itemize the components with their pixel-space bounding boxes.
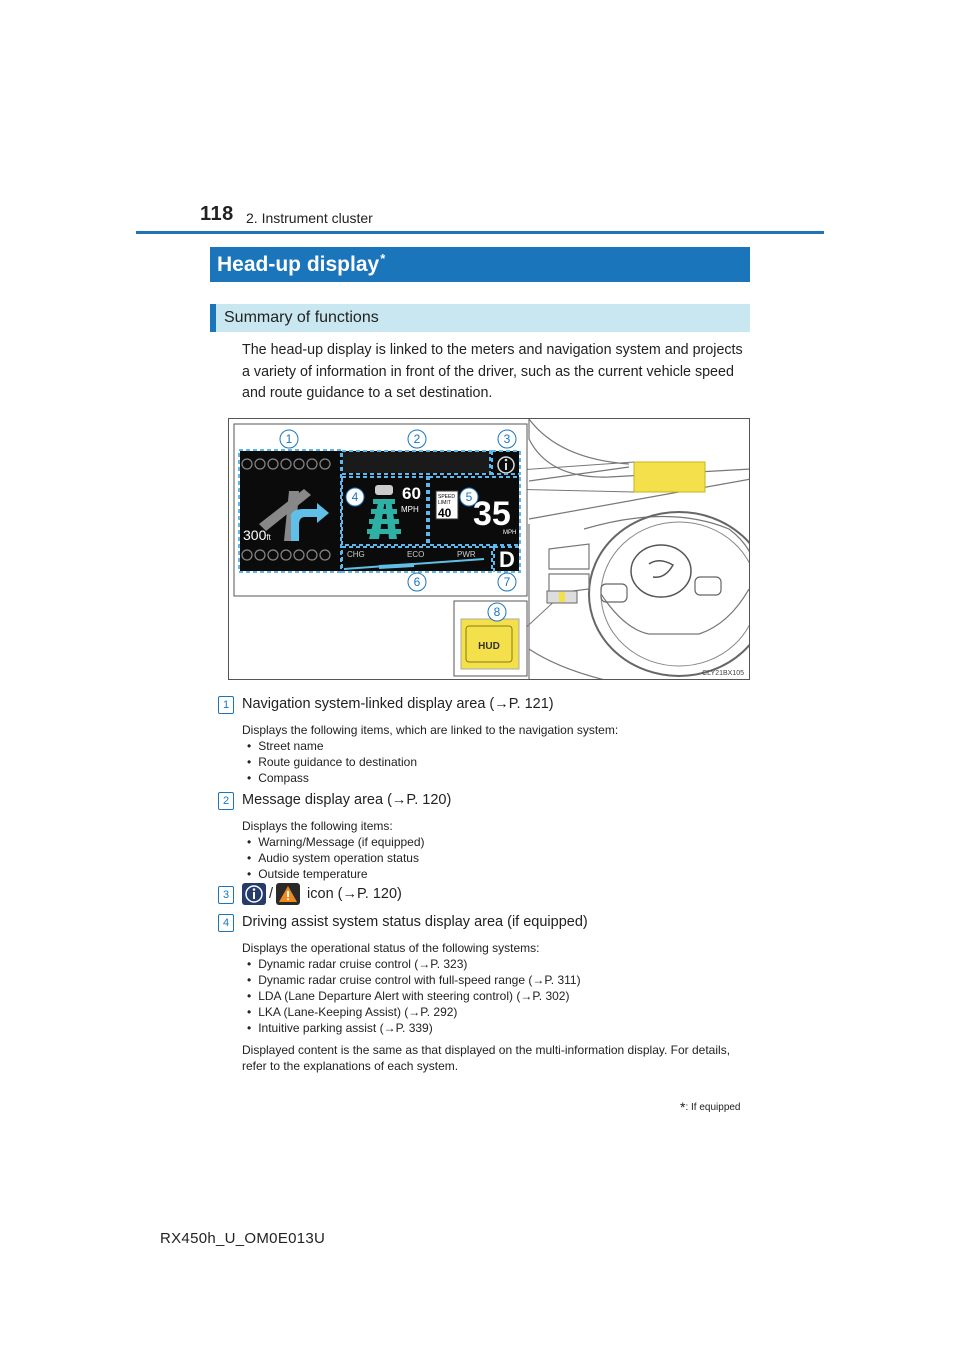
set-speed-value: 60 [402,484,421,503]
list-item: Dynamic radar cruise control (→P. 323) [247,956,581,972]
callout-6: 6 [407,572,427,592]
footnote-text: : If equipped [685,1102,741,1113]
item-title-1: Navigation system-linked display area (→… [242,696,554,712]
svg-text:2: 2 [414,432,421,446]
callout-7: 7 [497,572,517,592]
svg-text:PWR: PWR [457,550,476,559]
icon-separator: / [269,886,274,902]
item-number-3: 3 [218,886,234,904]
current-speed-unit: MPH [503,530,516,536]
footnote: *: If equipped [680,1099,741,1115]
item-desc-2: Displays the following items: [242,819,393,833]
item-number-1: 1 [218,696,234,714]
driving-assist-area: 60 MPH [367,484,421,539]
footnote-marker: * [680,1099,686,1115]
chapter-title: 2. Instrument cluster [246,210,373,226]
list-item: Intuitive parking assist (→P. 339) [247,1020,581,1036]
section-title-bar: Head-up display* [210,247,750,282]
item-note-4: Displayed content is the same as that di… [242,1043,731,1073]
svg-text:4: 4 [352,490,359,504]
hud-button-label: HUD [478,641,500,652]
hud-illustration-svg: 300ft 60 MPH SPEED LIMIT 40 3 [233,419,749,679]
figure-code: CLY21BX105 [702,670,744,677]
list-item: Compass [247,770,417,786]
item-title-3-text: icon (→P. 120) [307,886,402,902]
distance-readout: 300ft [243,527,272,543]
item-desc-1: Displays the following items, which are … [242,723,619,737]
list-item: Street name [247,738,417,754]
current-speed-value: 35 [473,495,511,533]
hud-projection-area [633,461,706,493]
header-divider [136,231,824,234]
section-marker: * [380,251,386,266]
speed-limit-sign: SPEED LIMIT 40 [435,490,459,520]
list-item: Outside temperature [247,866,425,882]
list-item: Route guidance to destination [247,754,417,770]
svg-text:ECO: ECO [407,550,424,559]
gear-indicator: D [499,547,515,572]
list-item: Warning/Message (if equipped) [247,834,424,850]
svg-text:40: 40 [438,506,452,520]
hud-switch-inset: HUD 8 [453,600,528,677]
document-code: RX450h_U_OM0E013U [160,1230,326,1247]
page-number: 118 [200,203,234,225]
svg-text:3: 3 [504,432,511,446]
warning-icon [276,883,301,905]
svg-text:1: 1 [286,432,293,446]
item-bullets-2: Warning/Message (if equipped) Audio syst… [247,834,425,882]
svg-text:LIMIT: LIMIT [438,500,451,506]
callout-4: 4 [345,487,365,507]
callout-8: 8 [494,605,501,619]
item-desc-4: Displays the operational status of the f… [242,941,540,955]
svg-text:5: 5 [466,490,473,504]
set-speed-unit: MPH [401,505,419,514]
list-item: LKA (Lane-Keeping Assist) (→P. 292) [247,1004,581,1020]
item-bullets-4: Dynamic radar cruise control (→P. 323) D… [247,956,581,1036]
item-bullets-1: Street name Route guidance to destinatio… [247,738,417,786]
callout-5: 5 [459,487,479,507]
callout-2: 2 [407,429,427,449]
hybrid-indicator: CHG ECO PWR [343,550,485,570]
info-icon [242,883,266,905]
svg-text:6: 6 [414,575,421,589]
item-title-3: / icon (→P. 120) [242,883,402,905]
subsection-title: Summary of functions [210,304,750,332]
callout-1: 1 [279,429,299,449]
hud-illustration: 300ft 60 MPH SPEED LIMIT 40 3 [228,418,750,680]
item-title-2: Message display area (→P. 120) [242,792,452,808]
section-title: Head-up display [217,253,380,276]
intro-paragraph: The head-up display is linked to the met… [242,342,743,401]
callout-3: 3 [497,429,517,449]
dashboard-drawing [528,419,749,679]
svg-text:7: 7 [504,575,511,589]
item-title-4: Driving assist system status display are… [242,914,588,930]
list-item: LDA (Lane Departure Alert with steering … [247,988,581,1004]
list-item: Dynamic radar cruise control with full-s… [247,972,580,988]
item-number-4: 4 [218,914,234,932]
svg-text:CHG: CHG [347,550,365,559]
svg-text:SPEED: SPEED [438,494,455,500]
navigation-area: 300ft [241,458,331,561]
list-item: Audio system operation status [247,850,425,866]
item-number-2: 2 [218,792,234,810]
